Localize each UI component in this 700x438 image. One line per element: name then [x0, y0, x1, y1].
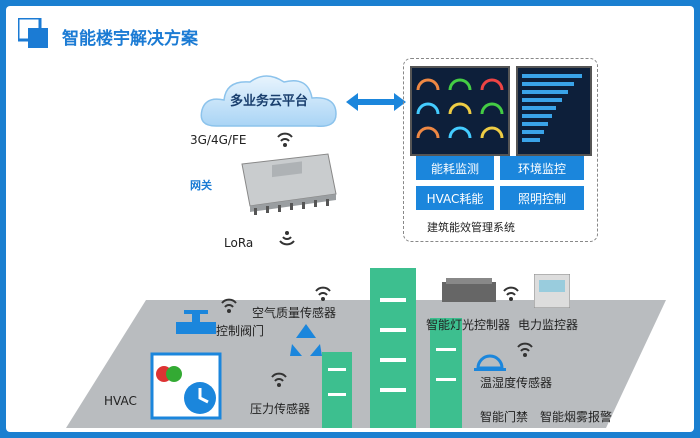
recycle-icon [290, 324, 322, 356]
valve-icon [176, 310, 216, 334]
temperature-sensor-icon [474, 354, 506, 371]
system-label: 建筑能效管理系统 [427, 221, 515, 234]
wifi-icon [277, 132, 293, 147]
pressure-sensor-label: 压力传感器 [250, 402, 311, 416]
gauges-icon [416, 78, 504, 139]
power-monitor-device-icon [534, 274, 570, 308]
dashboard-screen-gauges [410, 66, 510, 156]
building-icon [322, 268, 462, 428]
wifi-icon [279, 231, 295, 246]
cloud-platform-icon [200, 75, 337, 127]
lora-label: LoRa [224, 236, 254, 250]
wifi-icon [315, 286, 331, 301]
wifi-icon [503, 286, 519, 301]
diagram-canvas: 智能楼宇解决方案 多业务云平台 3G/4G/FE 网关 LoRa [6, 6, 694, 432]
temp-humidity-label: 温湿度传感器 [480, 376, 553, 390]
page-title: 智能楼宇解决方案 [62, 29, 198, 49]
network-label: 3G/4G/FE [190, 133, 247, 147]
dashboard-screen-bars [516, 66, 592, 156]
access-control-label: 智能门禁 [480, 410, 529, 424]
lighting-controller-label: 智能灯光控制器 [426, 318, 511, 332]
bar-list-icon [522, 74, 582, 142]
cloud-platform-label: 多业务云平台 [229, 94, 308, 109]
hvac-label: HVAC [104, 394, 137, 408]
energy-management-panel [403, 58, 598, 242]
wifi-icon [271, 372, 287, 387]
valve-label: 控制阀门 [216, 324, 265, 338]
wifi-icon [221, 298, 237, 313]
module-energy-monitoring: 能耗监测 [416, 156, 494, 180]
module-hvac-energy: HVAC耗能 [416, 186, 494, 210]
gateway-device-icon [241, 153, 337, 215]
bidirectional-arrow-icon [346, 93, 406, 111]
title-logo-icon [18, 18, 48, 48]
smoke-alarm-label: 智能烟雾报警 [540, 410, 613, 424]
gateway-label: 网关 [190, 179, 212, 192]
module-environment-monitoring: 环境监控 [500, 156, 584, 180]
hvac-clock-icon [150, 352, 222, 420]
module-lighting-control: 照明控制 [500, 186, 584, 210]
air-quality-label: 空气质量传感器 [252, 306, 337, 320]
lighting-controller-device-icon [442, 278, 496, 302]
power-monitor-label: 电力监控器 [518, 318, 579, 332]
wifi-icon [517, 342, 533, 357]
